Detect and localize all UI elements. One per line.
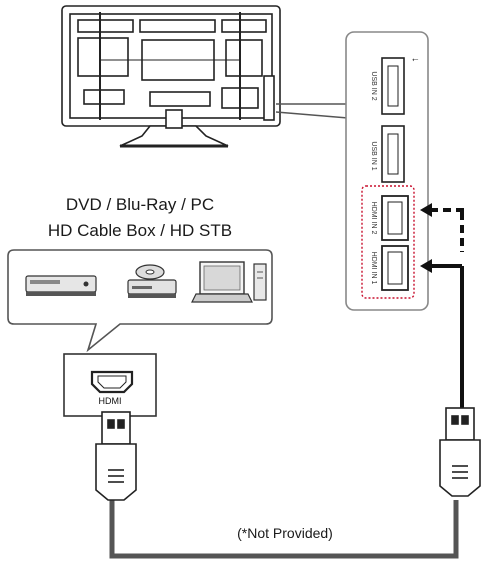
bluray-player-icon — [127, 264, 177, 298]
tv-side-panel: ⭠ USB IN 2 USB IN 1 HDMI IN 2 HDMI IN 1 — [345, 31, 429, 311]
source-devices-line2: HD Cable Box / HD STB — [47, 221, 233, 240]
port-label-hdmi1: HDMI IN 1 — [370, 252, 377, 285]
source-devices-box — [7, 249, 273, 353]
connection-arrows — [420, 203, 464, 410]
dvd-player-icon — [25, 275, 97, 296]
source-port-label: HDMI — [99, 396, 122, 406]
port-label-hdmi2: HDMI IN 2 — [370, 202, 377, 235]
tv-back-icon — [61, 5, 281, 148]
hdmi-plug-icon — [95, 411, 137, 501]
pc-icon — [191, 261, 267, 303]
source-devices-line1: DVD / Blu-Ray / PC — [65, 195, 215, 214]
port-label-usb2: USB IN 2 — [370, 71, 377, 100]
source-hdmi-port: HDMI — [63, 353, 157, 417]
hdmi-cable — [109, 500, 459, 559]
port-label-usb1: USB IN 1 — [370, 141, 377, 170]
cable-note: (*Not Provided) — [237, 525, 333, 541]
hdmi-plug-icon — [439, 407, 481, 497]
svg-text:⭠: ⭠ — [412, 55, 419, 64]
